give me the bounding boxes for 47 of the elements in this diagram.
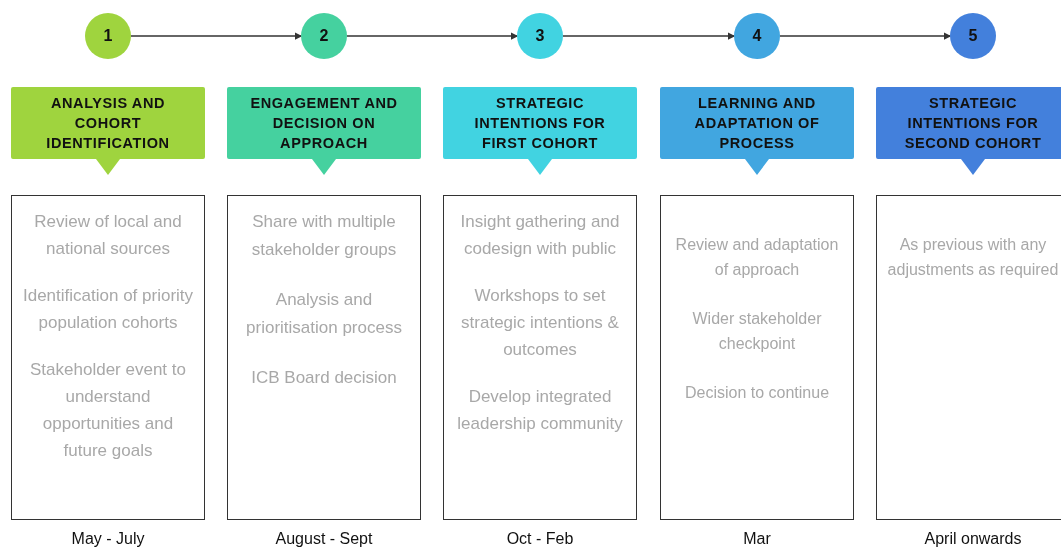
- callout-box: [11, 87, 205, 175]
- activity-text: Wider stakeholder checkpoint: [691, 309, 823, 354]
- step-number: 1: [103, 27, 113, 45]
- callout-box: [876, 87, 1061, 175]
- arrow: [562, 32, 736, 40]
- step-circle: [517, 13, 563, 59]
- step-circle: [950, 13, 996, 59]
- activity-text: Analysis and prioritisation process: [245, 289, 403, 339]
- step-number: 3: [535, 27, 545, 45]
- step-number: 5: [968, 27, 978, 45]
- activity-box: [660, 195, 854, 520]
- activity-text: Insight gathering and codesign with public: [459, 211, 621, 260]
- step-number: 2: [319, 27, 329, 45]
- stage-heading: STRATEGIC INTENTIONS FOR SECOND COHORT: [903, 94, 1043, 153]
- activity-text: Workshops to set strategic intentions & outcomes: [460, 285, 620, 361]
- activity-text: Develop integrated leadership community: [456, 386, 624, 435]
- activity-text: Review and adaptation of approach: [674, 235, 840, 280]
- stage-heading: LEARNING AND ADAPTATION OF PROCESS: [693, 94, 821, 153]
- stage-heading: ENGAGEMENT AND DECISION ON APPROACH: [249, 94, 399, 153]
- activity-box: [876, 195, 1061, 520]
- activity-box: [11, 195, 205, 520]
- step-circle: [734, 13, 780, 59]
- arrow: [130, 32, 303, 40]
- activity-text: As previous with any adjustments as required: [886, 235, 1060, 280]
- stage-heading: ANALYSIS AND COHORT IDENTIFICATION: [45, 94, 171, 153]
- callout-box: [443, 87, 637, 175]
- activity-text: ICB Board decision: [250, 367, 398, 389]
- date-label: Oct - Feb: [505, 530, 575, 548]
- activity-text: Share with multiple stakeholder groups: [250, 211, 398, 261]
- arrow: [779, 32, 952, 40]
- date-label: Mar: [742, 530, 772, 548]
- activity-text: Stakeholder event to understand opportunities and future goals: [29, 359, 187, 462]
- date-label: May - July: [70, 530, 146, 548]
- activity-text: Decision to continue: [683, 383, 831, 403]
- activity-box: [227, 195, 421, 520]
- callout-box: [660, 87, 854, 175]
- arrow: [346, 32, 519, 40]
- step-circle: [301, 13, 347, 59]
- step-number: 4: [752, 27, 762, 45]
- stage-heading: STRATEGIC INTENTIONS FOR FIRST COHORT: [473, 94, 607, 153]
- date-label: April onwards: [923, 530, 1023, 548]
- activity-text: Identification of priority population cohorts: [21, 285, 195, 334]
- callout-box: [227, 87, 421, 175]
- date-label: August - Sept: [274, 530, 374, 548]
- step-circle: [85, 13, 131, 59]
- activity-box: [443, 195, 637, 520]
- activity-text: Review of local and national sources: [33, 211, 183, 260]
